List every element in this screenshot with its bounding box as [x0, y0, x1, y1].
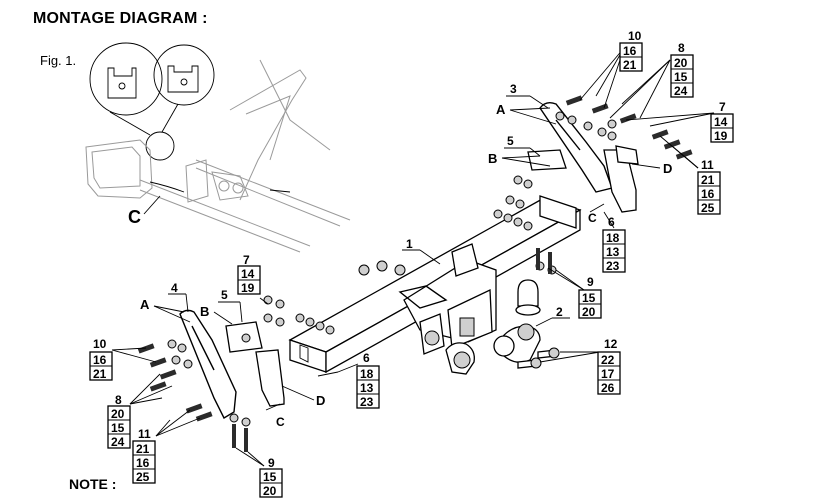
- box-group-9-left: 15 20: [259, 468, 283, 498]
- box-group-10-left: 16 21: [89, 351, 113, 381]
- callout-5-left: 5: [221, 288, 228, 302]
- box-group-8-top: 20 15 24: [670, 54, 694, 98]
- box-group-7-left: 14 19: [237, 265, 261, 295]
- box-group-7-top: 14 19: [710, 113, 734, 143]
- callout-2: 2: [556, 305, 563, 319]
- box-value: 21: [136, 442, 150, 456]
- box-group-11-left: 21 16 25: [132, 440, 156, 484]
- box-value: 20: [674, 56, 688, 70]
- callout-10-left: 10: [93, 337, 107, 351]
- letter-a-left: A: [140, 297, 150, 312]
- box-value: 23: [606, 259, 620, 273]
- letter-b-left: B: [200, 304, 209, 319]
- callout-5-top: 5: [507, 134, 514, 148]
- callout-4: 4: [171, 281, 178, 295]
- box-value: 15: [111, 421, 125, 435]
- letter-a-top: A: [496, 102, 506, 117]
- callout-6-mid: 6: [363, 351, 370, 365]
- box-value: 15: [674, 70, 688, 84]
- box-value: 21: [701, 173, 715, 187]
- page-title: MONTAGE DIAGRAM :: [33, 10, 208, 27]
- callout-11-left: 11: [138, 427, 151, 441]
- box-value: 23: [360, 395, 374, 409]
- callout-11-top: 11: [701, 158, 714, 172]
- part-number-boxes: 16 21 20 15 24 14 19 21 16 25: [89, 42, 734, 498]
- box-group-8-left: 20 15 24: [107, 405, 131, 449]
- left-bracket-assembly: [137, 260, 406, 452]
- box-value: 16: [93, 353, 107, 367]
- box-value: 22: [601, 353, 615, 367]
- vehicle-chassis-sketch: C: [85, 42, 351, 253]
- detail-circle-left: [89, 42, 163, 116]
- box-group-6-mid: 18 13 23: [356, 365, 380, 409]
- callouts: 1 2 3 4 5 5 6 6 7 7 8 8 9 9 10 10 11: [93, 29, 726, 470]
- callout-3: 3: [510, 82, 517, 96]
- callout-12: 12: [604, 337, 618, 351]
- callout-9-top: 9: [587, 275, 594, 289]
- box-value: 20: [263, 484, 277, 498]
- box-value: 16: [136, 456, 150, 470]
- box-value: 19: [714, 129, 728, 143]
- label-c-fig: C: [128, 207, 141, 227]
- box-value: 13: [606, 245, 620, 259]
- box-group-10-top: 16 21: [619, 42, 643, 72]
- box-value: 14: [241, 267, 255, 281]
- box-value: 17: [601, 367, 615, 381]
- box-value: 21: [623, 58, 637, 72]
- box-group-11-top: 21 16 25: [697, 171, 721, 215]
- callout-1: 1: [406, 237, 413, 251]
- box-value: 15: [582, 291, 596, 305]
- box-value: 16: [701, 187, 715, 201]
- letter-b-top: B: [488, 151, 497, 166]
- box-value: 24: [111, 435, 125, 449]
- box-group-12: 22 17 26: [597, 351, 621, 395]
- box-group-6-top: 18 13 23: [602, 229, 626, 273]
- box-value: 13: [360, 381, 374, 395]
- reference-letters: A B D C A B D C: [140, 102, 672, 429]
- figure-label: Fig. 1.: [40, 53, 77, 68]
- box-value: 16: [623, 44, 637, 58]
- box-value: 14: [714, 115, 728, 129]
- box-value: 18: [606, 231, 620, 245]
- box-value: 15: [263, 470, 277, 484]
- box-value: 20: [111, 407, 125, 421]
- callout-7-left: 7: [243, 253, 250, 267]
- box-value: 25: [136, 470, 150, 484]
- box-value: 19: [241, 281, 255, 295]
- letter-d-left: D: [316, 393, 325, 408]
- electrical-socket: [445, 342, 475, 375]
- box-value: 26: [601, 381, 615, 395]
- callout-8-top: 8: [678, 41, 685, 55]
- detail-circle-right: [153, 44, 215, 106]
- letter-c-left: C: [276, 415, 285, 429]
- letter-d-top: D: [663, 161, 672, 176]
- callout-9-left: 9: [268, 456, 275, 470]
- callout-6-top: 6: [608, 215, 615, 229]
- main-crossbar: [288, 195, 582, 374]
- letter-c-top: C: [588, 211, 597, 225]
- box-group-9-top: 15 20: [578, 289, 602, 319]
- box-value: 24: [674, 84, 688, 98]
- callout-10-top: 10: [628, 29, 642, 43]
- note-label: NOTE :: [69, 476, 117, 492]
- box-value: 25: [701, 201, 715, 215]
- box-value: 20: [582, 305, 596, 319]
- callout-7-top: 7: [719, 100, 726, 114]
- box-value: 18: [360, 367, 374, 381]
- tow-ball: [493, 279, 560, 369]
- callout-8-left: 8: [115, 393, 122, 407]
- box-value: 21: [93, 367, 107, 381]
